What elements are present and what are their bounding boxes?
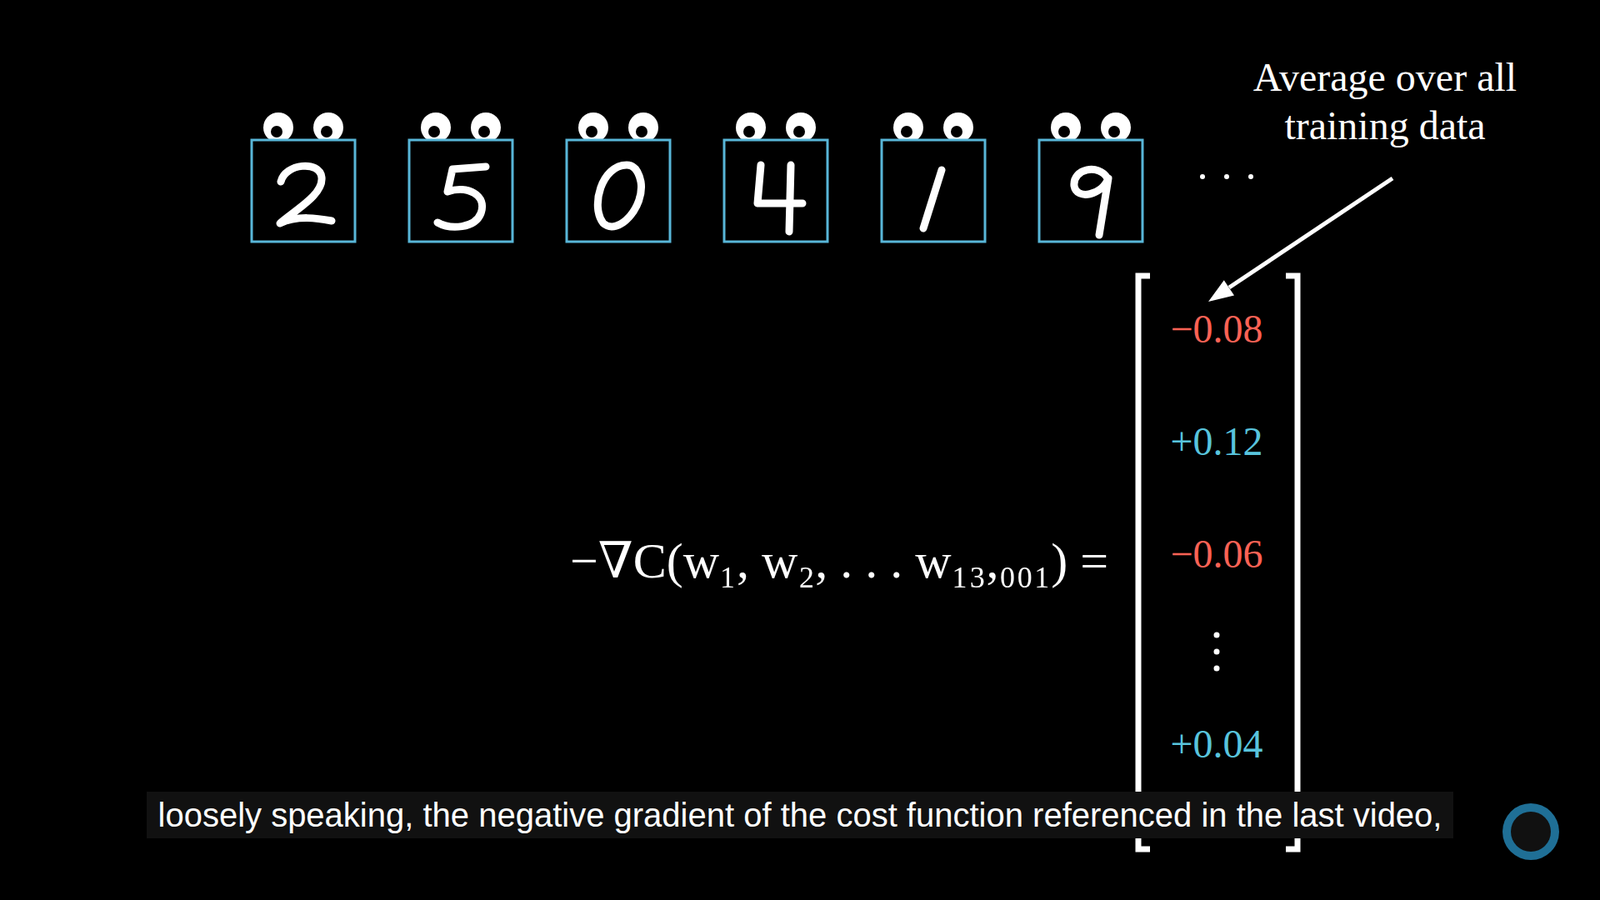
digit-card xyxy=(566,112,670,242)
vector-entry: −0.08 xyxy=(1170,305,1263,354)
digit-card xyxy=(409,112,513,242)
annotation-text: Average over all training data xyxy=(1218,53,1552,150)
subtitle: loosely speaking, the negative gradient … xyxy=(146,791,1455,839)
formula: −∇C(w₁, w₂, . . . w₁₃,₀₀₁) = xyxy=(570,530,1109,591)
vector-entry: −0.06 xyxy=(1170,530,1263,579)
digit-card xyxy=(251,112,355,242)
vector-entry: +0.04 xyxy=(1170,720,1263,769)
ellipsis-dots xyxy=(1200,174,1254,180)
left-bracket xyxy=(1138,275,1150,850)
player-icon xyxy=(1502,803,1560,860)
vertical-dots xyxy=(1214,632,1220,672)
vector-entry: +0.12 xyxy=(1170,417,1263,466)
digit-card xyxy=(1039,112,1143,242)
right-bracket xyxy=(1285,275,1298,850)
digit-card xyxy=(881,112,985,242)
digit-card xyxy=(724,112,828,242)
